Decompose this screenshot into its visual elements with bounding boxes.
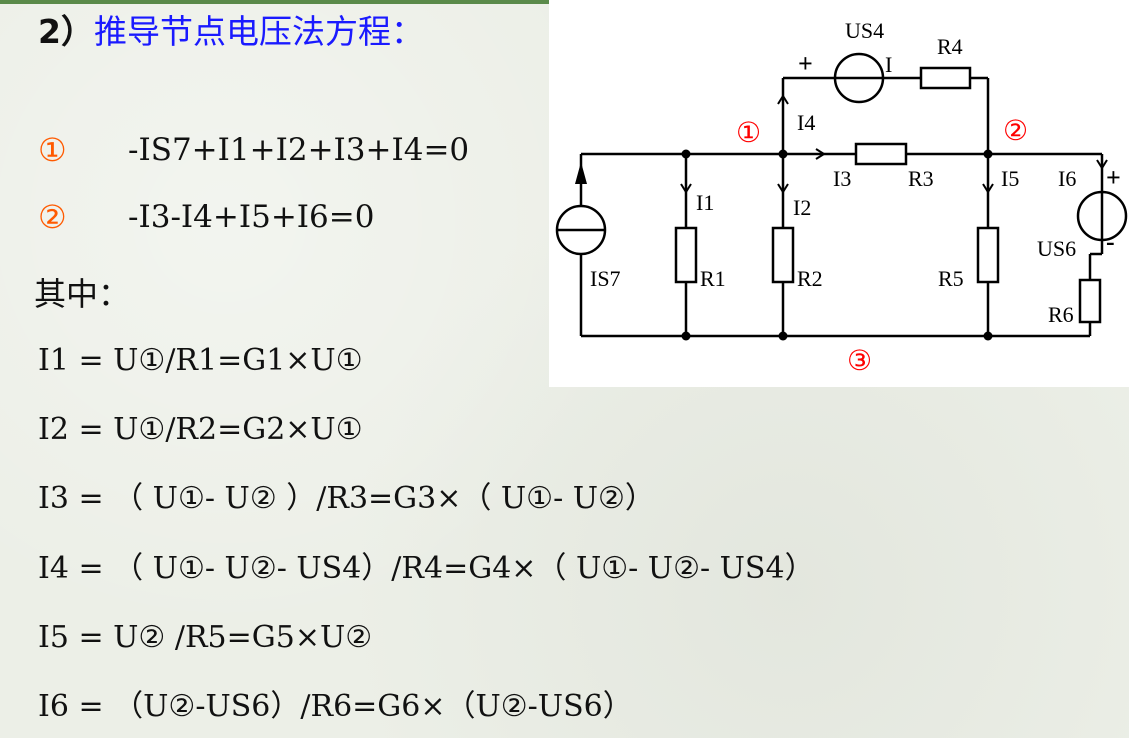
label-us6: US6 — [1037, 236, 1076, 261]
label-i5: I5 — [1001, 166, 1019, 191]
formula-i4: I4 = （ U①- U②- US4）/R4=G4×（ U①- U②- US4） — [38, 551, 815, 586]
label-r6: R6 — [1048, 302, 1074, 327]
junction-dots — [681, 149, 993, 341]
formula-i1: I1 = U①/R1=G1×U① — [38, 343, 363, 378]
equation-2: -I3-I4+I5+I6=0 — [128, 199, 375, 235]
label-plus-us4: + — [798, 49, 813, 78]
equation-2-node-label: ② — [38, 198, 67, 236]
label-i1: I1 — [696, 190, 714, 215]
resistor-r2 — [771, 226, 795, 284]
equation-1: -IS7+I1+I2+I3+I4=0 — [128, 132, 470, 168]
formula-i3: I3 = （ U①- U② ）/R3=G3×（ U①- U②） — [38, 481, 655, 516]
section-title: 2）推导节点电压法方程： — [38, 10, 424, 54]
resistor-r3 — [854, 142, 908, 166]
current-arrows — [680, 94, 1108, 194]
circuit-panel: US4 R4 + I I4 I3 R3 I1 I2 IS7 R1 R2 I5 R… — [549, 0, 1129, 387]
node-labels: ① ② ③ — [736, 116, 1028, 377]
node-label-2: ② — [1003, 116, 1028, 147]
node-label-3: ③ — [847, 346, 872, 377]
formula-i6: I6 = （U②-US6）/R6=G6×（U②-US6） — [38, 689, 633, 724]
current-source-is7-arrow — [575, 162, 587, 184]
formula-i5: I5 = U② /R5=G5×U② — [38, 620, 373, 655]
formula-i2: I2 = U①/R2=G2×U① — [38, 412, 363, 447]
circuit-diagram: US4 R4 + I I4 I3 R3 I1 I2 IS7 R1 R2 I5 R… — [555, 18, 1128, 377]
label-i6: I6 — [1058, 166, 1076, 191]
label-r2: R2 — [797, 266, 823, 291]
label-i2: I2 — [793, 195, 811, 220]
resistor-r6 — [1078, 278, 1102, 324]
where-label: 其中： — [34, 275, 131, 313]
label-i4: I4 — [797, 110, 815, 135]
section-number: 2） — [38, 12, 94, 51]
label-is7: IS7 — [590, 266, 621, 291]
label-us4: US4 — [845, 18, 884, 43]
resistor-r1 — [674, 226, 698, 284]
equation-1-node-label: ① — [38, 131, 67, 169]
label-r5: R5 — [938, 266, 964, 291]
resistor-r4 — [919, 66, 972, 90]
label-r3: R3 — [908, 166, 934, 191]
label-bar-us4: I — [885, 52, 892, 77]
label-r1: R1 — [700, 266, 726, 291]
node-label-1: ① — [736, 118, 761, 149]
section-title-text: 推导节点电压法方程： — [93, 12, 424, 51]
circuit-labels: US4 R4 + I I4 I3 R3 I1 I2 IS7 R1 R2 I5 R… — [590, 18, 1121, 327]
resistor-r5 — [976, 226, 1000, 284]
label-plus-us6: + — [1106, 163, 1121, 192]
label-r4: R4 — [937, 34, 963, 59]
label-i3: I3 — [833, 166, 851, 191]
label-minus-us6: - — [1106, 227, 1115, 256]
